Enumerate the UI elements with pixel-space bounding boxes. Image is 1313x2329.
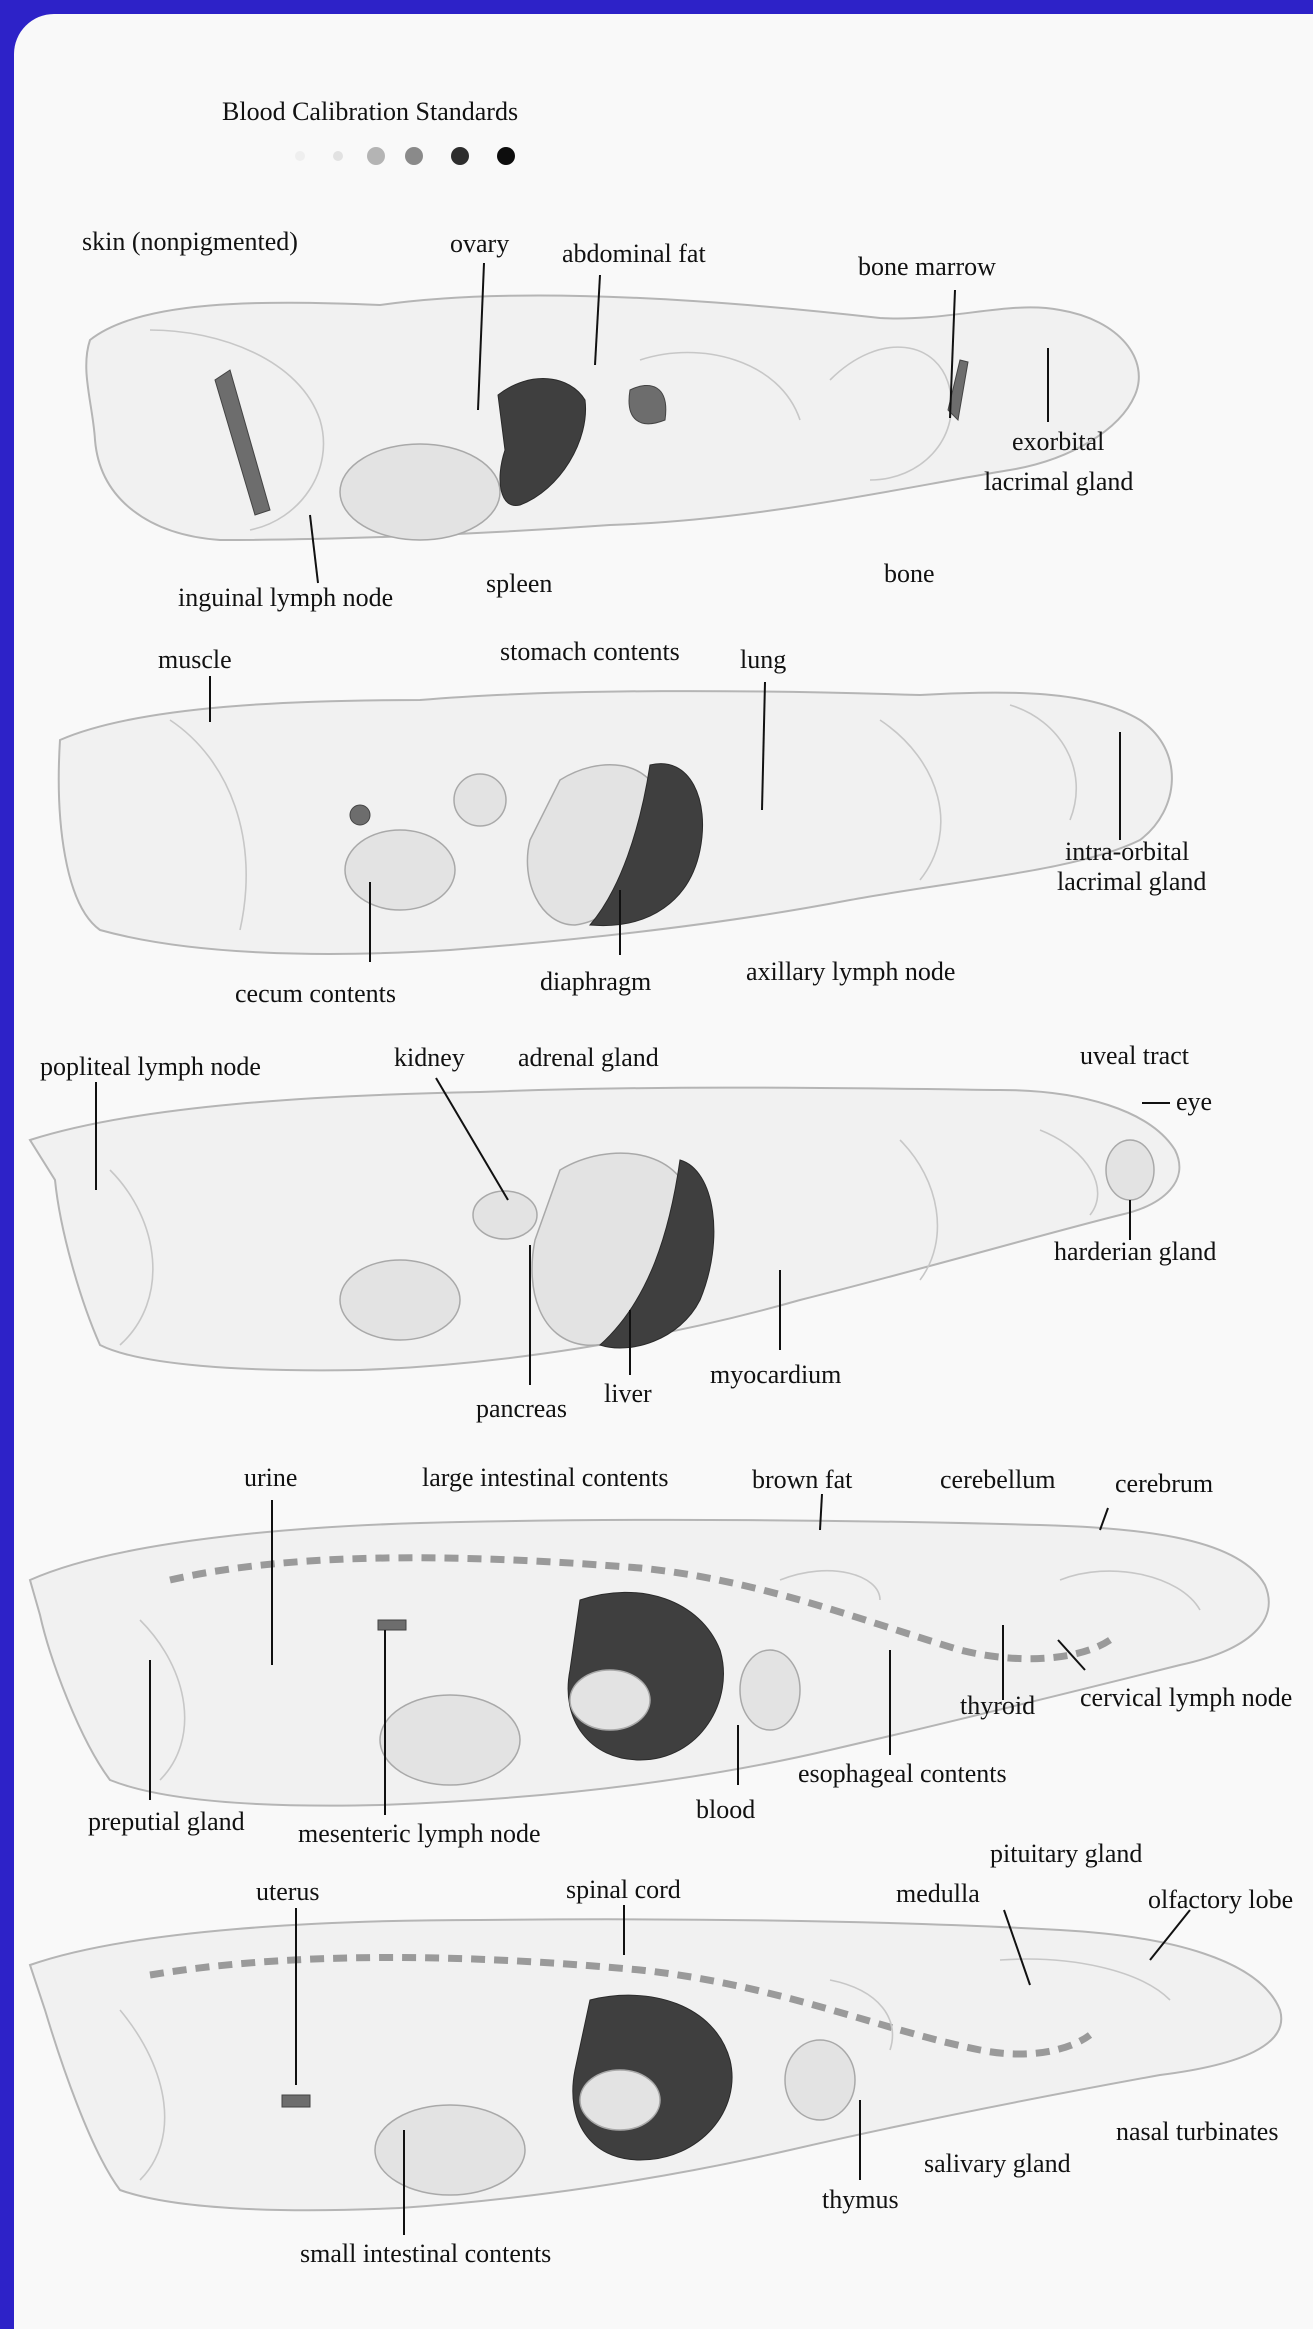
label-salivary-gland: salivary gland (924, 2149, 1071, 2178)
calibration-dot-4 (405, 147, 423, 165)
label-axillary-lymph-node: axillary lymph node (746, 957, 955, 986)
section-4-dark-spot (378, 1620, 406, 1630)
section-2-cecum-shape (345, 830, 455, 910)
label-nasal-turbinates: nasal turbinates (1116, 2117, 1278, 2146)
calibration-dot-2 (333, 151, 343, 161)
label-blood: blood (696, 1795, 755, 1824)
label-harderian-gland: harderian gland (1054, 1237, 1216, 1266)
label-myocardium: myocardium (710, 1360, 841, 1389)
label-pituitary-gland: pituitary gland (990, 1839, 1142, 1868)
section-1-organ-dark-2 (629, 385, 666, 423)
label-mesenteric-lymph-node: mesenteric lymph node (298, 1819, 541, 1848)
section-2: muscle stomach contents lung intra-orbit… (59, 637, 1207, 1008)
section-1: skin (nonpigmented) ovary abdominal fat … (82, 227, 1139, 612)
label-thymus: thymus (822, 2185, 899, 2214)
label-stomach-contents: stomach contents (500, 637, 680, 666)
label-small-intestinal-contents: small intestinal contents (300, 2239, 551, 2268)
section-3-organ-2 (340, 1260, 460, 1340)
label-adrenal-gland: adrenal gland (518, 1043, 659, 1072)
label-cerebellum: cerebellum (940, 1465, 1056, 1494)
label-medulla: medulla (896, 1879, 980, 1908)
section-4-organ-2 (740, 1650, 800, 1730)
section-1-organ-light (340, 444, 500, 540)
section-4-intestine-shape (380, 1695, 520, 1785)
section-5-intestine-shape (375, 2105, 525, 2195)
label-spleen: spleen (486, 569, 552, 598)
section-4-pointer-cerebrum (1100, 1508, 1108, 1530)
section-5-organ-2 (785, 2040, 855, 2120)
calibration-dots (295, 147, 515, 165)
label-urine: urine (244, 1463, 297, 1492)
calibration-dot-6 (497, 147, 515, 165)
label-diaphragm: diaphragm (540, 967, 651, 996)
label-skin: skin (nonpigmented) (82, 227, 298, 256)
label-olfactory-lobe: olfactory lobe (1148, 1885, 1293, 1914)
label-uterus: uterus (256, 1877, 320, 1906)
label-inguinal-lymph-node: inguinal lymph node (178, 583, 393, 612)
label-brown-fat: brown fat (752, 1465, 853, 1494)
label-abdominal-fat: abdominal fat (562, 239, 706, 268)
calibration-dot-3 (367, 147, 385, 165)
calibration-standards: Blood Calibration Standards (222, 97, 518, 165)
label-spinal-cord: spinal cord (566, 1875, 681, 1904)
section-5: pituitary gland uterus spinal cord medul… (30, 1839, 1293, 2268)
label-cecum-contents: cecum contents (235, 979, 396, 1008)
label-bone: bone (884, 559, 935, 588)
calibration-dot-5 (451, 147, 469, 165)
section-2-stomach-shape (454, 774, 506, 826)
label-ovary: ovary (450, 229, 509, 258)
label-cerebrum: cerebrum (1115, 1469, 1213, 1498)
label-pancreas: pancreas (476, 1394, 567, 1423)
label-eye: eye (1176, 1087, 1212, 1116)
section-3-kidney-shape (473, 1191, 537, 1239)
section-4: urine large intestinal contents brown fa… (30, 1463, 1292, 1848)
label-esophageal-contents: esophageal contents (798, 1759, 1007, 1788)
calibration-dot-1 (295, 151, 305, 161)
calibration-title: Blood Calibration Standards (222, 97, 518, 126)
label-bone-marrow: bone marrow (858, 252, 996, 281)
section-3: popliteal lymph node kidney adrenal glan… (30, 1041, 1216, 1423)
section-3-eye-shape (1106, 1140, 1154, 1200)
label-lacrimal-gland-1: lacrimal gland (984, 467, 1133, 496)
label-thyroid: thyroid (960, 1691, 1035, 1720)
label-lung: lung (740, 645, 786, 674)
section-2-dark-spot (350, 805, 370, 825)
section-5-heart-shape (580, 2070, 660, 2130)
section-5-dark-spot (282, 2095, 310, 2107)
label-exorbital: exorbital (1012, 427, 1104, 456)
label-muscle: muscle (158, 645, 232, 674)
label-lacrimal-gland-2: lacrimal gland (1057, 867, 1206, 896)
section-4-heart-shape (570, 1670, 650, 1730)
label-cervical-lymph-node: cervical lymph node (1080, 1683, 1292, 1712)
label-intra-orbital: intra-orbital (1065, 837, 1189, 866)
label-kidney: kidney (394, 1043, 465, 1072)
label-liver: liver (604, 1379, 652, 1408)
label-large-intestinal-contents: large intestinal contents (422, 1463, 668, 1492)
label-uveal-tract: uveal tract (1080, 1041, 1190, 1070)
label-preputial-gland: preputial gland (88, 1807, 245, 1836)
label-popliteal-lymph-node: popliteal lymph node (40, 1052, 261, 1081)
